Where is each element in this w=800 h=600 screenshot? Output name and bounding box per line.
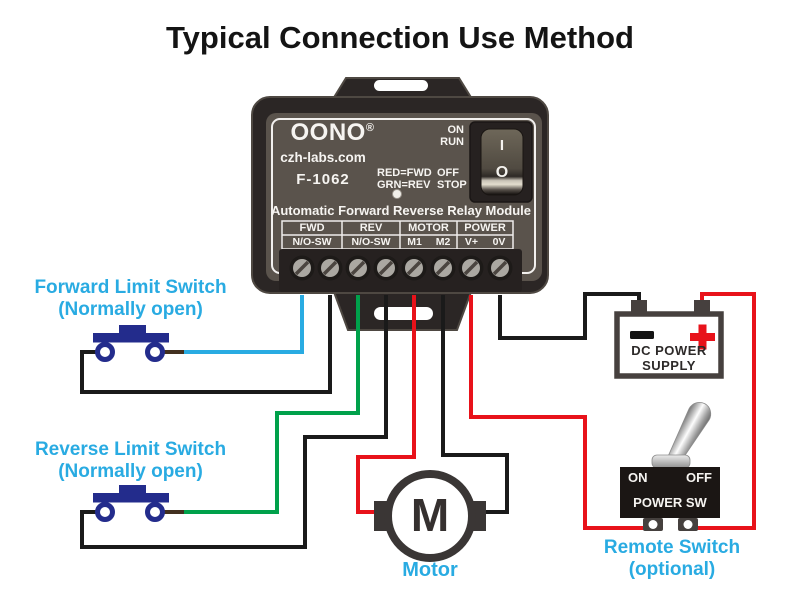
forward-switch-label: Forward Limit Switch [34, 277, 227, 298]
forward-return-wire [80, 295, 332, 394]
switch-terminal-ring-icon [95, 342, 115, 362]
motor-letter: M [410, 489, 450, 541]
relay-module: I O [251, 77, 549, 331]
dc-power-supply-symbol [614, 300, 724, 379]
wiring [80, 292, 756, 549]
module-subtitle: Automatic Forward Reverse Relay Module [270, 203, 532, 218]
toggle-lug-hole [683, 520, 693, 529]
terminal-screws [289, 255, 513, 281]
run-state-line2: RUN [440, 136, 464, 148]
toggle-on-label: ON [628, 470, 648, 485]
motor-symbol [374, 470, 486, 562]
minus-terminal-icon [630, 331, 654, 339]
dc-supply-label-line1: DC POWER [631, 343, 707, 358]
terminal-label-m1: M1 [407, 236, 422, 248]
terminal-label-vplus: V+ [464, 236, 479, 248]
motor-body [384, 470, 476, 562]
terminal-group-power: POWER [464, 222, 506, 234]
toggle-body [620, 467, 720, 518]
remote-switch-label: Remote Switch [603, 537, 741, 558]
stop-state-line2: STOP [437, 179, 467, 191]
terminal-group-fwd: FWD [299, 222, 325, 234]
toggle-off-label: OFF [686, 470, 712, 485]
run-state-line1: ON [447, 124, 465, 136]
terminal-label-rev-nosw: N/O-SW [351, 236, 391, 248]
power-ground-wire [498, 292, 641, 340]
reverse-return-wire [80, 295, 388, 549]
reverse-signal-wire [184, 295, 360, 514]
terminal-screw-icon [401, 255, 427, 281]
forward-signal-wire [184, 295, 304, 354]
mounting-slot-bottom [374, 307, 433, 320]
toggle-lug-hole [648, 520, 658, 529]
terminal-label-0v: 0V [492, 236, 506, 248]
forward-switch-sublabel: (Normally open) [58, 299, 203, 320]
led-legend-line1: RED=FWD [377, 167, 432, 179]
rocker-switch [480, 128, 524, 196]
terminal-group-rev: REV [359, 222, 383, 234]
terminal-screw-icon [317, 255, 343, 281]
toggle-collar [651, 454, 691, 469]
status-led-icon [392, 189, 402, 199]
module-model: F-1062 [296, 171, 350, 188]
page-title: Typical Connection Use Method [166, 20, 634, 55]
terminal-screw-icon [458, 255, 484, 281]
forward-limit-switch-symbol [93, 325, 169, 362]
terminal-screw-icon [345, 255, 371, 281]
led-legend-line2: GRN=REV [377, 179, 431, 191]
module-website: czh-labs.com [280, 150, 366, 165]
switch-terminal-ring-icon [145, 342, 165, 362]
terminal-label-m2: M2 [435, 236, 451, 248]
plus-terminal-icon [690, 324, 715, 350]
terminal-label-fwd-nosw: N/O-SW [292, 236, 332, 248]
remote-switch-sublabel: (optional) [628, 559, 716, 580]
stop-state-line1: OFF [437, 167, 459, 179]
terminal-screw-icon [430, 255, 456, 281]
mounting-slot-top [374, 80, 428, 91]
push-button-bar-icon [93, 493, 169, 503]
terminal-screw-icon [487, 255, 513, 281]
motor-m1-wire [356, 295, 416, 514]
reverse-switch-label: Reverse Limit Switch [34, 439, 227, 460]
push-button-bar-icon [93, 333, 169, 343]
toggle-name-label: POWER SW [633, 495, 707, 510]
push-button-plunger-icon [119, 485, 146, 495]
power-positive-wire-supply-side [690, 292, 756, 530]
rocker-off-mark: O [496, 164, 508, 181]
module-brand: OONO® [280, 119, 385, 147]
terminal-strip [279, 249, 522, 292]
push-button-plunger-icon [119, 325, 146, 335]
dc-supply-label-line2: SUPPLY [642, 358, 696, 373]
rocker-on-mark: I [500, 137, 504, 154]
registered-mark: ® [365, 122, 375, 134]
reverse-switch-sublabel: (Normally open) [58, 461, 203, 482]
switch-terminal-ring-icon [95, 502, 115, 522]
motor-label: Motor [402, 559, 458, 581]
toggle-lever-icon [664, 401, 712, 471]
terminal-screw-icon [289, 255, 315, 281]
terminal-screw-icon [373, 255, 399, 281]
remote-toggle-switch-symbol [620, 401, 720, 531]
power-positive-wire-switch-side [469, 295, 651, 530]
brand-text: OONO [290, 119, 366, 146]
motor-m2-wire [441, 295, 509, 514]
switch-terminal-ring-icon [145, 502, 165, 522]
terminal-group-motor: MOTOR [408, 222, 449, 234]
reverse-limit-switch-symbol [93, 485, 169, 522]
